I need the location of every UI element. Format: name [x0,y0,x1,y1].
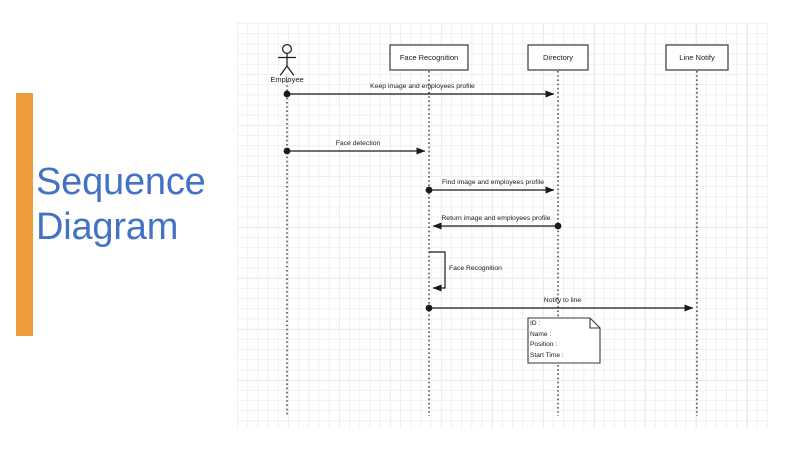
message-arrow-3 [425,186,555,194]
message-label-3: Find image and employees profile [441,179,544,186]
message-arrow-4 [432,222,562,230]
participant-label-employee: Employee [270,75,304,84]
participant-label-line-notify: Line Notify [679,53,715,62]
diagram-grid-canvas: Employee Face Recognition Directory Line… [237,23,768,428]
message-label-6: Notify to line [543,297,582,304]
participant-label-face-recognition: Face Recognition [399,53,459,62]
message-label-5: Face Recognition [449,265,502,272]
note-line-name: Name : [530,330,552,338]
participant-label-directory: Directory [542,53,573,62]
page-title-line-1: Sequence [36,161,206,203]
message-arrow-6 [425,304,694,312]
page-title-line-2: Diagram [36,206,179,248]
note-shape [527,317,601,364]
note-line-position: Position : [530,341,558,348]
message-arrow-1 [283,90,555,98]
diagram-vector-layer [277,44,729,416]
actor-employee-icon [277,44,297,76]
message-arrow-5-self [429,251,446,292]
accent-bar [16,93,33,336]
message-label-1: Keep image and employees profile [370,83,475,90]
note-line-start-time: Start Time : [530,351,564,359]
message-label-2: Face detection [335,140,381,147]
page-title: Sequence Diagram [36,160,236,250]
sequence-diagram: Employee Face Recognition Directory Line… [237,23,768,428]
note-content: ID : Name : Position : Start Time : [530,319,564,361]
participant-box-face-recognition [389,44,469,71]
message-label-4: Return image and employees profile [441,215,551,222]
participant-box-directory [527,44,589,71]
message-arrow-2 [283,147,426,155]
participant-box-line-notify [665,44,729,71]
note-line-id: ID : [530,320,541,327]
